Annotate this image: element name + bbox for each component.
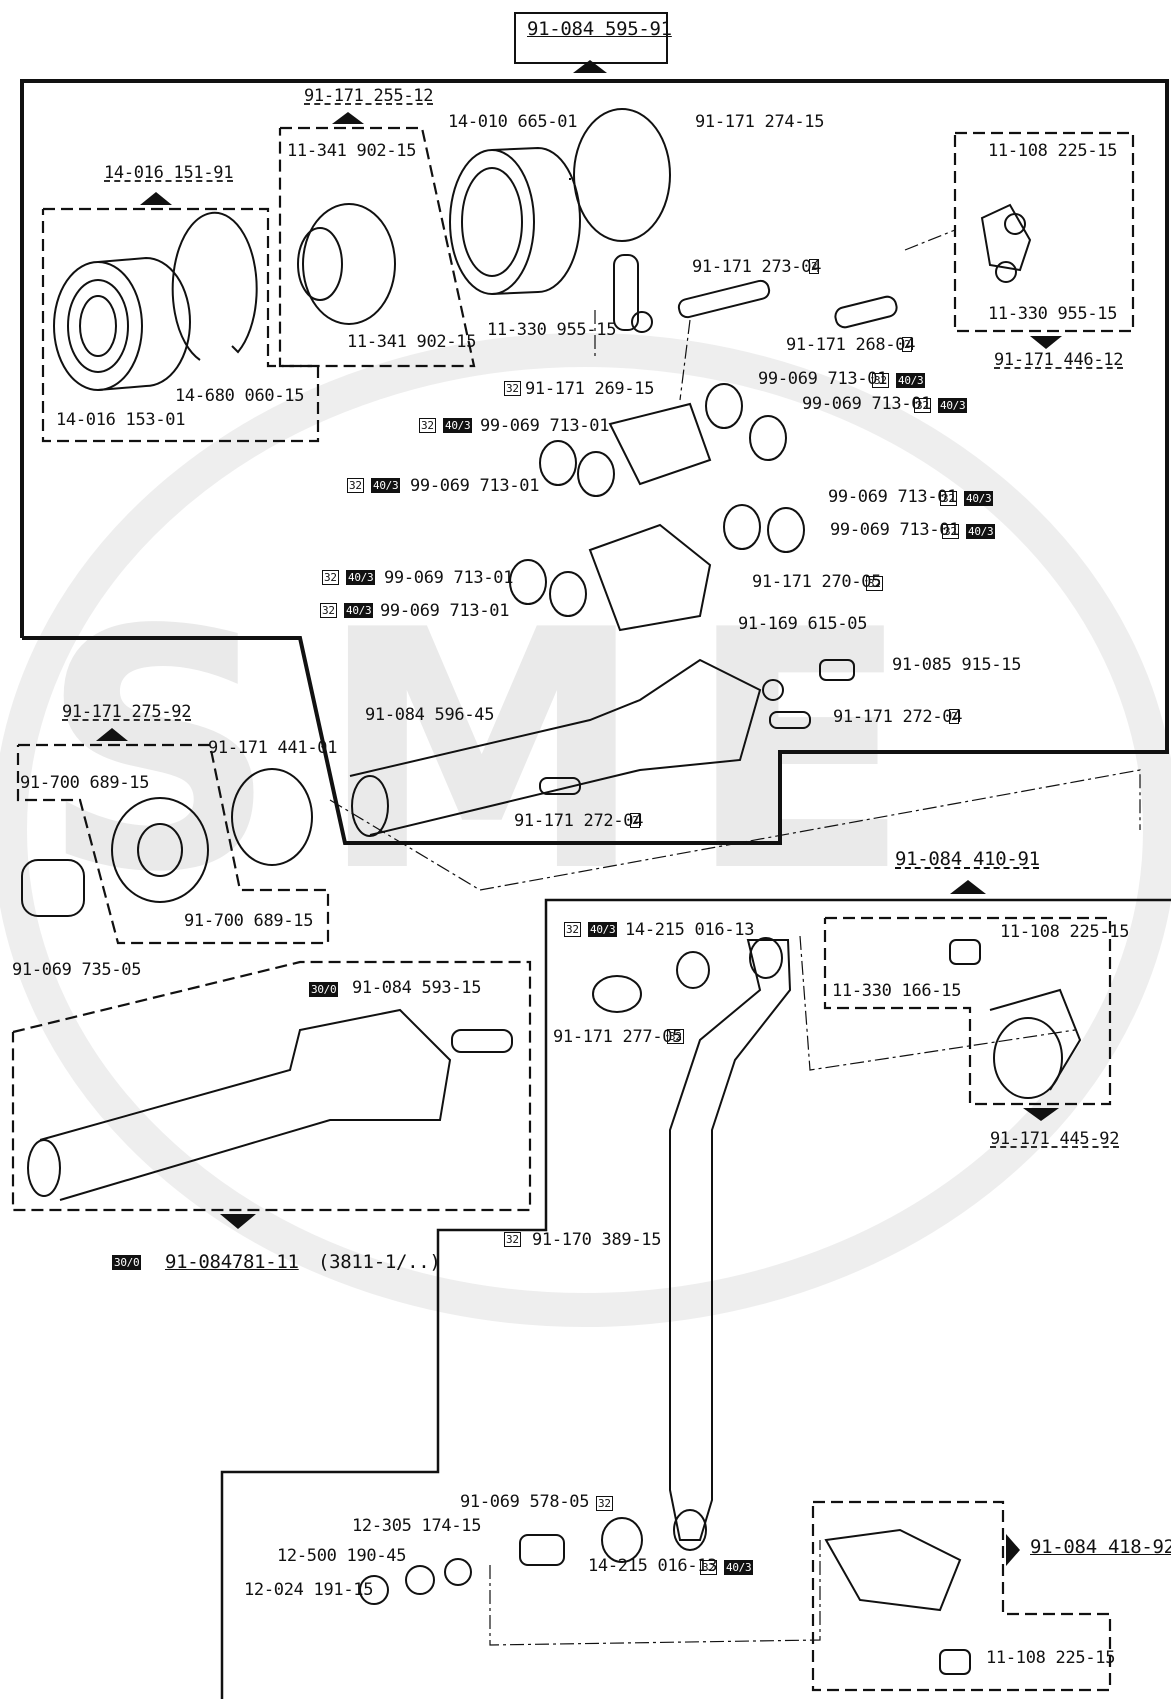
second-shaft	[27, 1008, 513, 1201]
part-11-108-225-c-label: 11-108 225-15	[986, 1648, 1116, 1668]
badge-300-a: 30/0	[309, 982, 339, 997]
badge-32-n: 32	[596, 1496, 613, 1511]
badge-403-c: 40/3	[443, 418, 473, 433]
part-14-010-665-label: 14-010 665-01	[448, 112, 578, 132]
part-91-171-273-label: 91-171 273-04	[692, 257, 822, 277]
part-91-171-272-b-label: 91-171 272-04	[514, 811, 644, 831]
badge-32-k: 32	[564, 922, 581, 937]
part-91-171-270-label: 91-171 270-05	[752, 572, 882, 592]
badge-403-g: 40/3	[346, 570, 376, 585]
badge-2-b: 2	[902, 337, 913, 352]
pins-and-rollers	[509, 279, 898, 795]
badge-32-b: 32	[872, 373, 889, 388]
part-91-069-578-label: 91-069 578-05	[460, 1492, 590, 1512]
badge-403-a: 40/3	[896, 373, 926, 388]
top-pointer	[573, 60, 607, 73]
badge-32-f: 32	[940, 491, 957, 506]
part-99-c-label: 99-069 713-01	[480, 416, 610, 436]
part-99-h-label: 99-069 713-01	[380, 601, 510, 621]
part-99-f-label: 99-069 713-01	[830, 520, 960, 540]
part-91-700-689-b-label: 91-700 689-15	[184, 911, 314, 931]
badge-403-d: 40/3	[371, 478, 401, 493]
part-11-341-902-b-label: 11-341 902-15	[347, 332, 477, 352]
badge-32-m: 32	[504, 1232, 521, 1247]
sub-781-label: 91-084781-11	[165, 1251, 299, 1273]
part-91-085-915-label: 91-085 915-15	[892, 655, 1022, 675]
part-12-305-174-label: 12-305 174-15	[352, 1516, 482, 1536]
sub-445-label: 91-171 445-92	[990, 1129, 1120, 1149]
connecting-rod	[592, 937, 792, 1551]
part-99-e-label: 99-069 713-01	[828, 487, 958, 507]
part-11-108-225-a-label: 11-108 225-15	[988, 141, 1118, 161]
part-91-171-441-label: 91-171 441-01	[208, 738, 338, 758]
sub-pointers	[96, 112, 1062, 1566]
part-91-169-615-label: 91-169 615-05	[738, 614, 868, 634]
badge-300-b: 30/0	[112, 1255, 142, 1270]
clamp-parts	[359, 203, 1082, 1675]
bearings	[53, 108, 671, 391]
badge-32-a: 32	[504, 381, 521, 396]
part-91-084-593-label: 91-084 593-15	[352, 978, 482, 998]
badge-32-g: 32	[942, 524, 959, 539]
sub-151-label: 14-016 151-91	[104, 163, 234, 183]
badge-403-e: 40/3	[964, 491, 994, 506]
top-assembly-frame	[514, 12, 668, 64]
badge-403-j: 40/3	[724, 1560, 754, 1575]
part-91-069-735-label: 91-069 735-05	[12, 960, 142, 980]
main-shaft	[21, 658, 762, 917]
part-99-b-label: 99-069 713-01	[802, 394, 932, 414]
part-11-330-955-b-label: 11-330 955-15	[988, 304, 1118, 324]
assembly-border	[20, 79, 1169, 845]
sub-418-label: 91-084 418-92	[1030, 1536, 1171, 1558]
badge-32-i: 32	[320, 603, 337, 618]
badge-2-d: 2	[630, 813, 641, 828]
part-91-171-269-label: 91-171 269-15	[525, 379, 655, 399]
badge-403-f: 40/3	[966, 524, 996, 539]
watermark-text: SME	[40, 560, 952, 944]
part-14-680-060-label: 14-680 060-15	[175, 386, 305, 406]
sub-410-label: 91-084 410-91	[895, 848, 1040, 870]
sub-781-note: (3811-1/..)	[318, 1251, 441, 1273]
part-91-700-689-a-label: 91-700 689-15	[20, 773, 150, 793]
part-14-215-016-a-label: 14-215 016-13	[625, 920, 755, 940]
badge-32-h: 32	[322, 570, 339, 585]
part-12-500-190-label: 12-500 190-45	[277, 1546, 407, 1566]
badge-403-h: 40/3	[344, 603, 374, 618]
part-91-171-277-label: 91-171 277-05	[553, 1027, 683, 1047]
part-99-a-label: 99-069 713-01	[758, 369, 888, 389]
badge-32-d: 32	[419, 418, 436, 433]
part-14-215-016-b-label: 14-215 016-13	[588, 1556, 718, 1576]
part-12-024-191-label: 12-024 191-15	[244, 1580, 374, 1600]
part-91-171-274-label: 91-171 274-15	[695, 112, 825, 132]
badge-32-l: 32	[667, 1029, 684, 1044]
part-91-170-389-label: 91-170 389-15	[532, 1230, 662, 1250]
dashed-boxes	[11, 126, 1135, 1692]
center-lines	[329, 229, 1141, 1646]
sub-275-label: 91-171 275-92	[62, 702, 192, 722]
part-91-084-596-label: 91-084 596-45	[365, 705, 495, 725]
top-assembly-label: 91-084 595-91	[527, 18, 672, 40]
part-11-330-955-a-label: 11-330 955-15	[487, 320, 617, 340]
badge-32-e: 32	[347, 478, 364, 493]
badge-403-b: 40/3	[938, 398, 968, 413]
badge-32-c: 32	[914, 398, 931, 413]
part-91-171-272-a-label: 91-171 272-04	[833, 707, 963, 727]
part-11-341-902-a-label: 11-341 902-15	[287, 141, 417, 161]
badge-2-c: 2	[949, 709, 960, 724]
part-99-d-label: 99-069 713-01	[410, 476, 540, 496]
part-91-171-268-label: 91-171 268-04	[786, 335, 916, 355]
sub-255-label: 91-171 255-12	[304, 86, 434, 106]
badge-403-i: 40/3	[588, 922, 618, 937]
part-11-330-166-label: 11-330 166-15	[832, 981, 962, 1001]
part-99-g-label: 99-069 713-01	[384, 568, 514, 588]
part-14-016-153-label: 14-016 153-01	[56, 410, 186, 430]
watermark-ellipse	[0, 333, 1171, 1327]
lower-assembly-border	[220, 898, 1171, 1699]
badge-2-a: 2	[809, 259, 820, 274]
badge-32-o: 32	[700, 1560, 717, 1575]
part-11-108-225-b-label: 11-108 225-15	[1000, 922, 1130, 942]
sub-446-label: 91-171 446-12	[994, 350, 1124, 370]
badge-32-j: 32	[866, 576, 883, 591]
